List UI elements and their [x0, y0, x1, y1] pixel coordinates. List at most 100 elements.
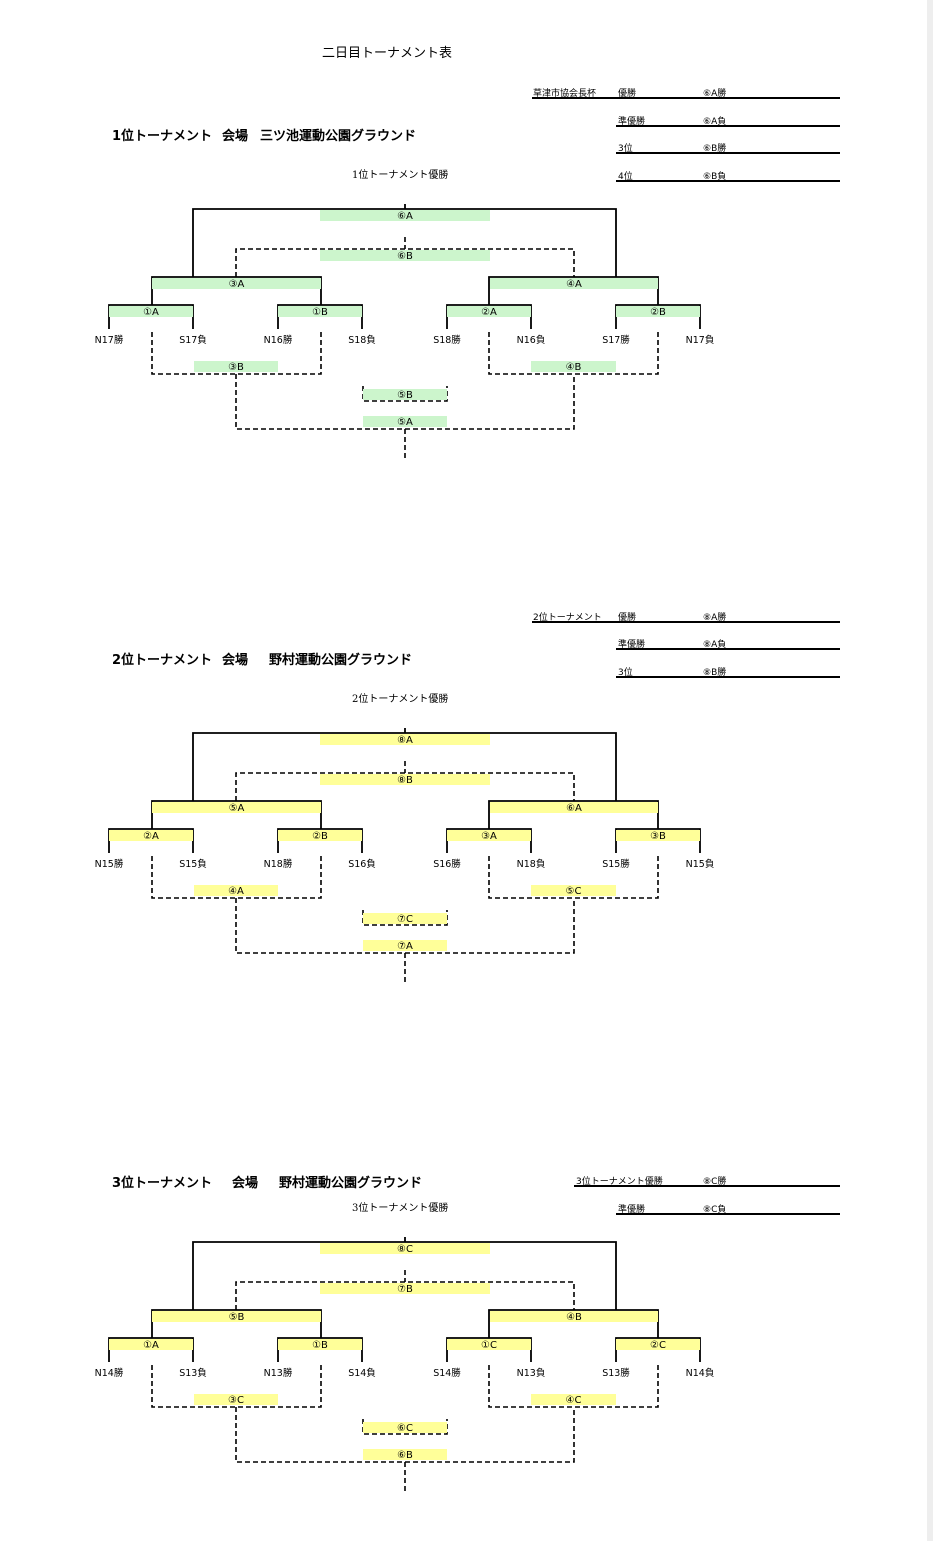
- team-label-3: N13勝: [264, 1367, 293, 1379]
- quarter-box-4-fill: [616, 830, 700, 841]
- quarter-box-4-fill: [616, 1339, 700, 1350]
- page-edge: [927, 0, 933, 1541]
- t2-title: 2位トーナメント: [112, 653, 213, 668]
- final-a-box-label: ⑧C: [397, 1244, 413, 1255]
- lower-left-bracket: [151, 1365, 322, 1408]
- lower-right-box-label: ④C: [566, 1395, 582, 1406]
- team-label-4: S14負: [348, 1367, 376, 1379]
- semi-left-box-label: ③A: [229, 279, 245, 290]
- quarter-box-4-fill: [616, 306, 700, 317]
- quarter-box-1-fill: [109, 306, 193, 317]
- consolation-small-box-label: ⑥C: [397, 1423, 413, 1434]
- quarter-box-2-fill: [278, 306, 362, 317]
- final-b-box-fill: [320, 774, 490, 785]
- final-a-box-label: ⑧A: [397, 735, 413, 746]
- team-label-3: N18勝: [264, 858, 293, 870]
- quarter-box-1-label: ①A: [143, 307, 159, 318]
- consolation-small-box-fill: [363, 389, 447, 400]
- semi-right-box-fill: [490, 278, 658, 289]
- final-a-box-fill: [320, 734, 490, 745]
- quarter-box-1-label: ②A: [143, 831, 159, 842]
- t1-result-line: [616, 152, 840, 154]
- lower-left-bracket: [151, 332, 322, 375]
- t2-champion-label: 2位トーナメント優勝: [352, 694, 449, 705]
- team-label-2: S17負: [179, 334, 207, 346]
- lower-left-box-label: ④A: [228, 886, 244, 897]
- semi-right-box-label: ⑥A: [566, 803, 582, 814]
- final-b-box-label: ⑧B: [397, 775, 413, 786]
- final-b-box-label: ⑥B: [397, 251, 413, 262]
- semi-left-bracket: [151, 1309, 322, 1338]
- quarter-box-4-label: ②B: [650, 307, 666, 318]
- final-a-box-fill: [320, 210, 490, 221]
- team-label-5: S16勝: [433, 858, 461, 870]
- t1-result-place: 4位: [618, 172, 633, 182]
- t2-result-match: ⑧A勝: [703, 613, 727, 623]
- t3-result-group: 3位トーナメント優勝: [576, 1177, 663, 1187]
- quarter-box-2-fill: [278, 1339, 362, 1350]
- lower-left-box-label: ③B: [228, 362, 244, 373]
- quarter-box-2-fill: [278, 830, 362, 841]
- semi-right-bracket: [488, 1309, 659, 1338]
- consolation-bottom-box-label: ⑥B: [397, 1450, 413, 1461]
- semi-left-bracket: [151, 276, 322, 305]
- team-label-6: N13負: [517, 1367, 546, 1379]
- t1-result-place: 優勝: [618, 89, 637, 99]
- team-label-1: N15勝: [95, 858, 124, 870]
- team-label-8: N14負: [686, 1367, 715, 1379]
- team-label-5: S18勝: [433, 334, 461, 346]
- consolation-bottom-box-fill: [363, 416, 447, 427]
- quarter-box-1-fill: [109, 830, 193, 841]
- third-bracket: [235, 772, 575, 801]
- semi-right-bracket: [488, 800, 659, 829]
- t1-title: 1位トーナメント: [112, 129, 213, 144]
- semi-right-box-label: ④B: [566, 1312, 582, 1323]
- semi-left-box-fill: [152, 802, 321, 813]
- team-label-7: S15勝: [602, 858, 630, 870]
- t3-result-match: ⑧C勝: [703, 1177, 727, 1187]
- final-a-box-label: ⑥A: [397, 211, 413, 222]
- consolation-bottom-box-fill: [363, 1449, 447, 1460]
- final-bracket: [192, 208, 617, 277]
- team-label-1: N17勝: [95, 334, 124, 346]
- t3-venue: 野村運動公園グラウンド: [279, 1176, 423, 1191]
- consolation-small-box-label: ⑦C: [397, 914, 413, 925]
- semi-left-box-label: ⑤A: [229, 803, 245, 814]
- quarter-box-1-fill: [109, 1339, 193, 1350]
- consolation-small-box-fill: [363, 913, 447, 924]
- t1-result-group: 草津市協会長杯: [533, 89, 597, 99]
- t3-title: 3位トーナメント: [112, 1176, 213, 1191]
- final-b-box-fill: [320, 250, 490, 261]
- team-label-5: S14勝: [433, 1367, 461, 1379]
- t1-result-place: 準優勝: [618, 117, 646, 127]
- t1-result-match: ⑥B勝: [703, 144, 727, 154]
- t1-result-match: ⑥B負: [703, 172, 727, 182]
- final-bracket: [192, 1241, 617, 1310]
- lower-left-box-label: ③C: [228, 1395, 244, 1406]
- semi-right-box-fill: [490, 802, 658, 813]
- quarter-box-3-fill: [447, 1339, 531, 1350]
- team-label-2: S13負: [179, 1367, 207, 1379]
- t2-result-place: 準優勝: [618, 640, 646, 650]
- quarter-box-1-label: ①A: [143, 1340, 159, 1351]
- consolation-bottom-box-fill: [363, 940, 447, 951]
- final-b-box-fill: [320, 1283, 490, 1294]
- quarter-box-3-fill: [447, 306, 531, 317]
- t2-result-place: 優勝: [618, 613, 637, 623]
- quarter-box-2-label: ②B: [312, 831, 328, 842]
- team-label-8: N15負: [686, 858, 715, 870]
- third-bracket: [235, 248, 575, 277]
- semi-right-box-fill: [490, 1311, 658, 1322]
- semi-left-box-fill: [152, 278, 321, 289]
- t1-champion-label: 1位トーナメント優勝: [352, 170, 449, 181]
- quarter-box-4-label: ③B: [650, 831, 666, 842]
- t2-venue: 野村運動公園グラウンド: [269, 653, 413, 668]
- team-label-6: N16負: [517, 334, 546, 346]
- t3-result-match: ⑧C負: [703, 1205, 727, 1215]
- lower-right-box-fill: [531, 1394, 616, 1405]
- t3-venue-label: 会場: [232, 1176, 259, 1191]
- quarter-box-2-label: ①B: [312, 307, 328, 318]
- t2-result-group: 2位トーナメント: [533, 613, 602, 623]
- quarter-box-3-fill: [447, 830, 531, 841]
